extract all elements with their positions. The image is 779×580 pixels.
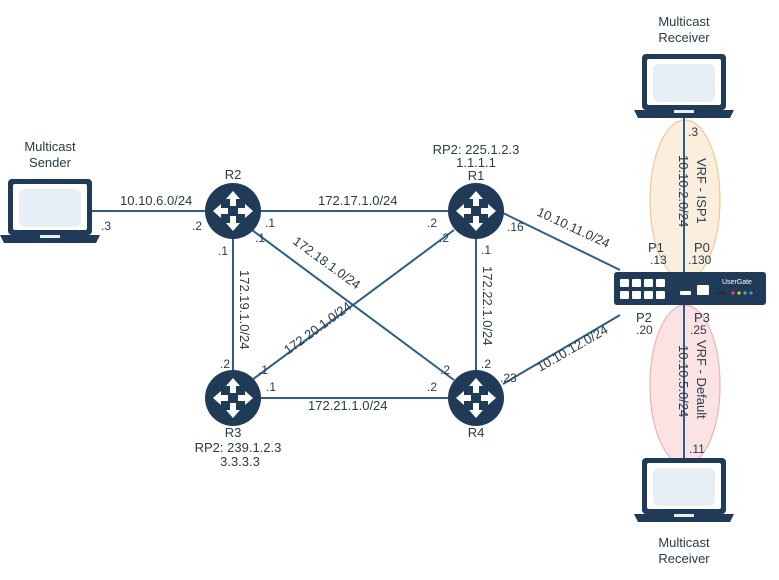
addr-receiver-top: .3 bbox=[688, 125, 698, 139]
router-r2-icon bbox=[205, 183, 261, 239]
addr-r4-r2: .2 bbox=[440, 363, 450, 377]
receiver-bottom-label-line2: Receiver bbox=[658, 551, 710, 566]
router-r3-rp-line2: 3.3.3.3 bbox=[220, 454, 260, 469]
link-r3-r1 bbox=[251, 229, 455, 381]
addr-r4-r1: .2 bbox=[481, 357, 491, 371]
router-r3-rp-line1: RP2: 239.1.2.3 bbox=[195, 440, 282, 455]
subnet-r3-r4: 172.21.1.0/24 bbox=[308, 398, 388, 413]
addr-fw-p0: .130 bbox=[688, 253, 712, 267]
addr-r2-r3: .1 bbox=[218, 244, 228, 258]
links bbox=[92, 118, 685, 458]
router-r3-label: R3 bbox=[225, 425, 242, 440]
router-r1-icon bbox=[448, 183, 504, 239]
sender-laptop-icon bbox=[0, 179, 100, 243]
receiver-top-label-line2: Receiver bbox=[658, 30, 710, 45]
addr-r2-sender: .2 bbox=[192, 219, 202, 233]
subnet-r3-r1: 172.20.1.0/24 bbox=[281, 299, 354, 358]
subnet-sender-r2: 10.10.6.0/24 bbox=[120, 193, 192, 208]
subnet-r1-fw: 10.10.11.0/24 bbox=[535, 204, 613, 251]
link-r4-fw bbox=[502, 314, 621, 385]
addr-r1-fw: .16 bbox=[507, 220, 524, 234]
receiver-bottom-label-line1: Multicast bbox=[658, 535, 710, 550]
addr-r3-r2: .2 bbox=[220, 357, 230, 371]
router-r1-rp-line2: 1.1.1.1 bbox=[456, 155, 496, 170]
router-r2-label: R2 bbox=[225, 167, 242, 182]
vrf-default-label: VRF - Default bbox=[694, 340, 709, 419]
usergate-firewall: UserGate bbox=[614, 272, 766, 305]
receiver-bottom-laptop-icon bbox=[634, 458, 734, 522]
addr-r1-r2: .2 bbox=[427, 216, 437, 230]
firewall-ports-icon bbox=[620, 279, 709, 299]
firewall-brand: UserGate bbox=[722, 279, 752, 286]
router-r3-icon bbox=[205, 370, 261, 426]
receiver-top-label-line1: Multicast bbox=[658, 14, 710, 29]
addr-r3-r1: .1 bbox=[258, 363, 268, 377]
addr-r4-r3: .2 bbox=[427, 380, 437, 394]
addr-fw-p3: .25 bbox=[690, 323, 707, 337]
subnet-r4-fw: 10.10.12.0/24 bbox=[534, 322, 610, 375]
addr-r3-r4: .1 bbox=[266, 380, 276, 394]
addr-r1-r3: .2 bbox=[439, 231, 449, 245]
sender-label-line1: Multicast bbox=[24, 139, 76, 154]
vrf-isp1-label: VRF - ISP1 bbox=[694, 158, 709, 224]
addr-r2-r1: .1 bbox=[265, 216, 275, 230]
router-r4-label: R4 bbox=[468, 425, 485, 440]
router-r4-icon bbox=[448, 370, 504, 426]
port-p1-label: P1 bbox=[648, 240, 664, 255]
addr-fw-p1: .13 bbox=[650, 253, 667, 267]
addr-r1-r4: .1 bbox=[481, 243, 491, 257]
addr-sender: .3 bbox=[101, 219, 111, 233]
subnet-r1-r4: 172.22.1.0/24 bbox=[480, 266, 495, 346]
subnet-r2-r3: 172.19.1.0/24 bbox=[237, 270, 252, 350]
port-p0-label: P0 bbox=[694, 240, 710, 255]
subnet-fw-top: 10.10.2.0/24 bbox=[676, 155, 691, 227]
subnet-r2-r4: 172.18.1.0/24 bbox=[290, 233, 363, 292]
addr-receiver-bottom: .11 bbox=[689, 442, 705, 456]
addr-r4-fw: .23 bbox=[500, 371, 517, 385]
port-p3-label: P3 bbox=[694, 310, 710, 325]
addr-fw-p2: .20 bbox=[636, 323, 653, 337]
router-r1-label: R1 bbox=[468, 168, 485, 183]
router-r1-rp-line1: RP2: 225.1.2.3 bbox=[433, 142, 520, 157]
subnet-r2-r1: 172.17.1.0/24 bbox=[318, 193, 398, 208]
subnet-fw-bottom: 10.10.5.0/24 bbox=[676, 345, 691, 417]
link-r1-fw bbox=[502, 212, 621, 271]
receiver-top-laptop-icon bbox=[634, 54, 734, 118]
port-p2-label: P2 bbox=[636, 310, 652, 325]
sender-label-line2: Sender bbox=[29, 155, 72, 170]
addr-r2-r4: .1 bbox=[255, 231, 265, 245]
